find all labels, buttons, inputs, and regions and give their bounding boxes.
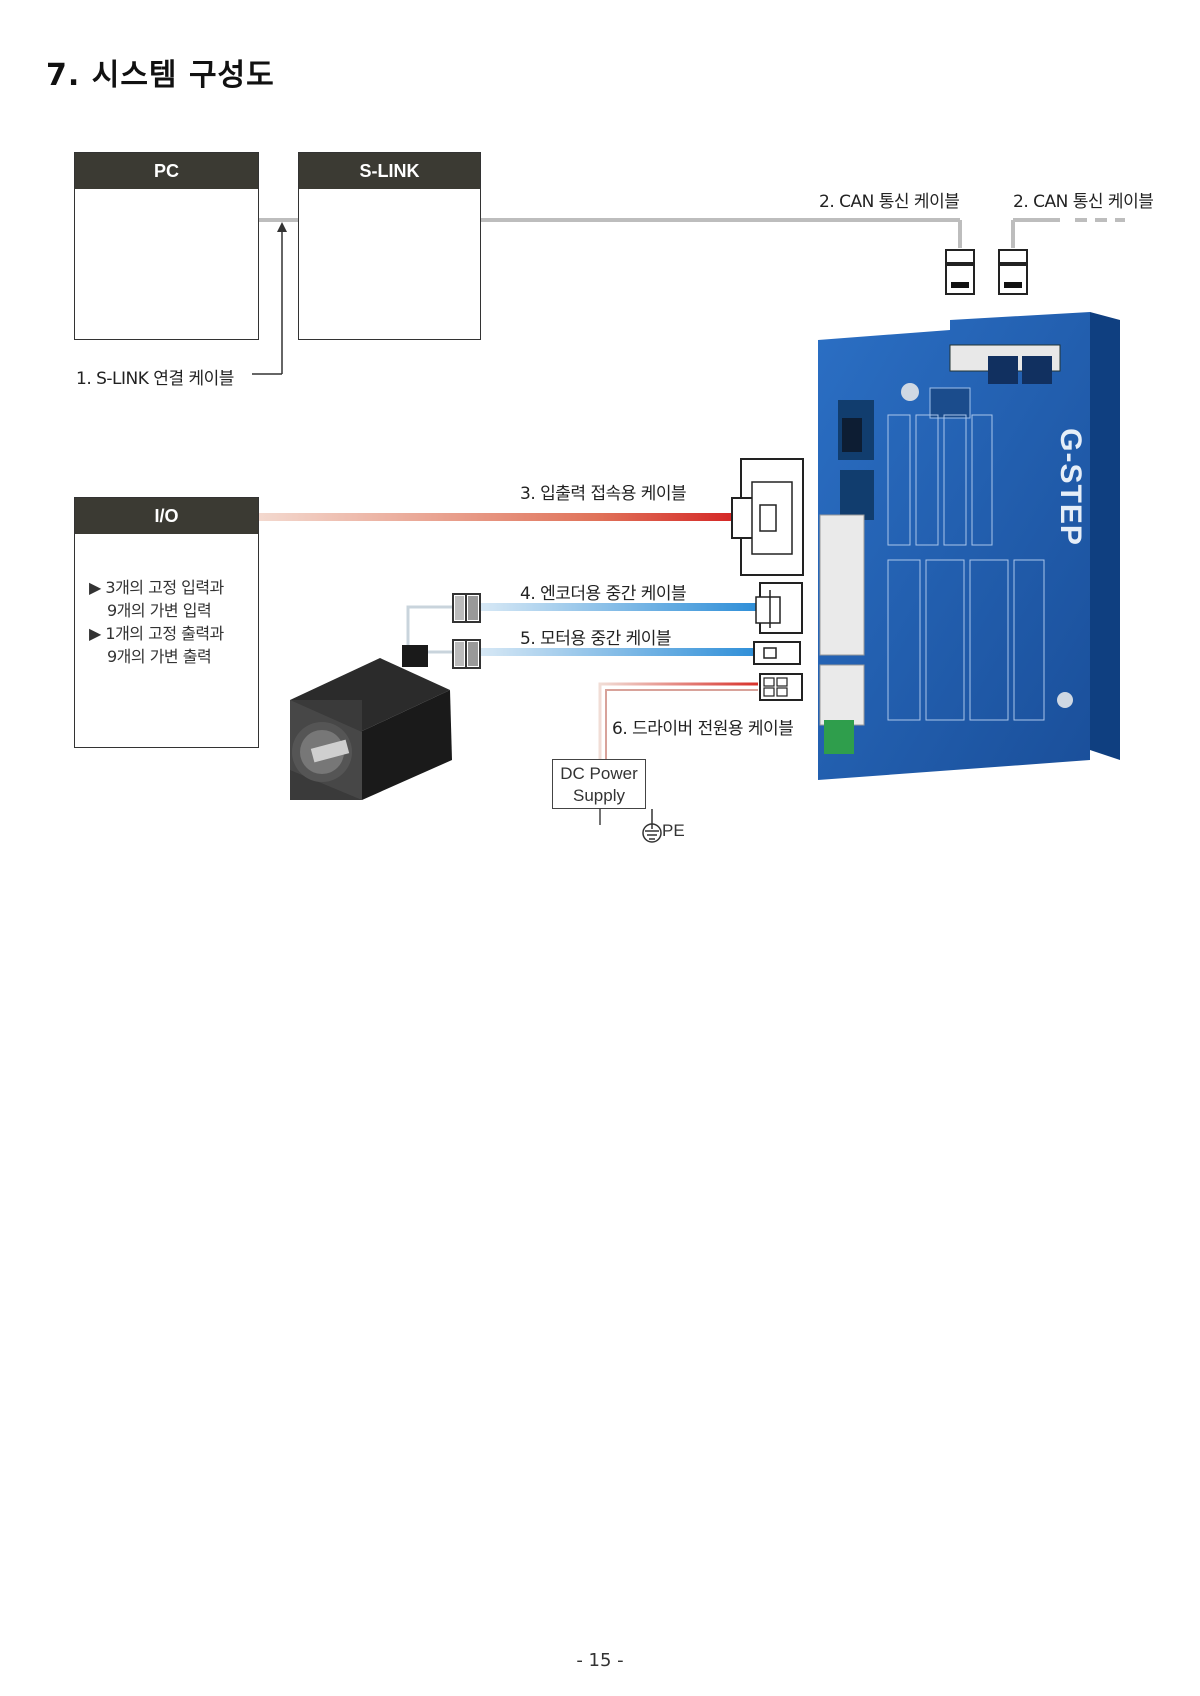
power-cable-label: 6. 드라이버 전원용 케이블 — [612, 714, 793, 739]
io-spec-line: ▶ 1개의 고정 출력과 — [89, 620, 224, 644]
io-box: I/O ▶ 3개의 고정 입력과 9개의 가변 입력 ▶ 1개의 고정 출력과 … — [74, 497, 259, 748]
pe-label: PE — [662, 821, 685, 841]
dc-supply-label: Supply — [553, 785, 645, 807]
io-cable — [258, 513, 741, 521]
page-number: - 15 - — [0, 1650, 1200, 1671]
pc-box-title: PC — [75, 153, 258, 189]
cable-joint-motor — [453, 640, 480, 668]
cable-joint-encoder — [453, 594, 480, 622]
ground-icon — [643, 809, 661, 842]
encoder-connector — [756, 583, 802, 633]
driver-brand-label: G-STEP — [1053, 417, 1087, 557]
dc-power-supply: DC Power Supply — [552, 759, 646, 809]
stepping-motor-icon — [290, 645, 452, 800]
encoder-cable-label: 4. 엔코더용 중간 케이블 — [520, 579, 686, 604]
io-spec-line: 9개의 가변 출력 — [107, 643, 211, 667]
io-connector — [732, 459, 803, 575]
io-box-title: I/O — [75, 498, 258, 534]
can-cable-label-1: 2. CAN 통신 케이블 — [819, 187, 959, 212]
can-connector-2 — [999, 250, 1027, 294]
slink-cable-label: 1. S-LINK 연결 케이블 — [76, 364, 234, 389]
pc-box: PC — [74, 152, 259, 340]
slink-box: S-LINK — [298, 152, 481, 340]
slink-box-title: S-LINK — [299, 153, 480, 189]
can-cable-label-2: 2. CAN 통신 케이블 — [1013, 187, 1153, 212]
motor-cable-label: 5. 모터용 중간 케이블 — [520, 624, 671, 649]
io-cable-label: 3. 입출력 접속용 케이블 — [520, 479, 686, 504]
driver-brand: G-STEP — [1050, 420, 1090, 560]
io-spec-line: ▶ 3개의 고정 입력과 — [89, 574, 224, 598]
can-connector-1 — [946, 250, 974, 294]
power-connector — [760, 674, 802, 700]
io-spec-line: 9개의 가변 입력 — [107, 597, 211, 621]
dc-power-label: DC Power — [553, 763, 645, 785]
motor-connector — [754, 642, 800, 664]
